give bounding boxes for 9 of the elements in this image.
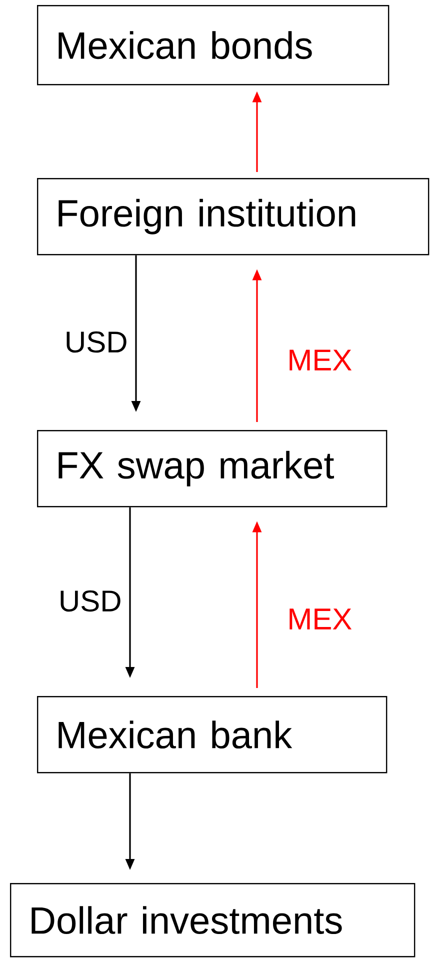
process-box: Foreign institution: [37, 178, 430, 256]
process-box: FX swap market: [37, 430, 388, 508]
edge-label: MEX: [285, 348, 354, 372]
process-box: Mexican bonds: [37, 5, 390, 86]
edge-label: USD: [56, 588, 124, 614]
process-box: Mexican bank: [37, 696, 388, 774]
edge-label: USD: [62, 329, 130, 355]
process-box: Dollar investments: [10, 883, 416, 958]
edge-label: MEX: [285, 606, 354, 632]
